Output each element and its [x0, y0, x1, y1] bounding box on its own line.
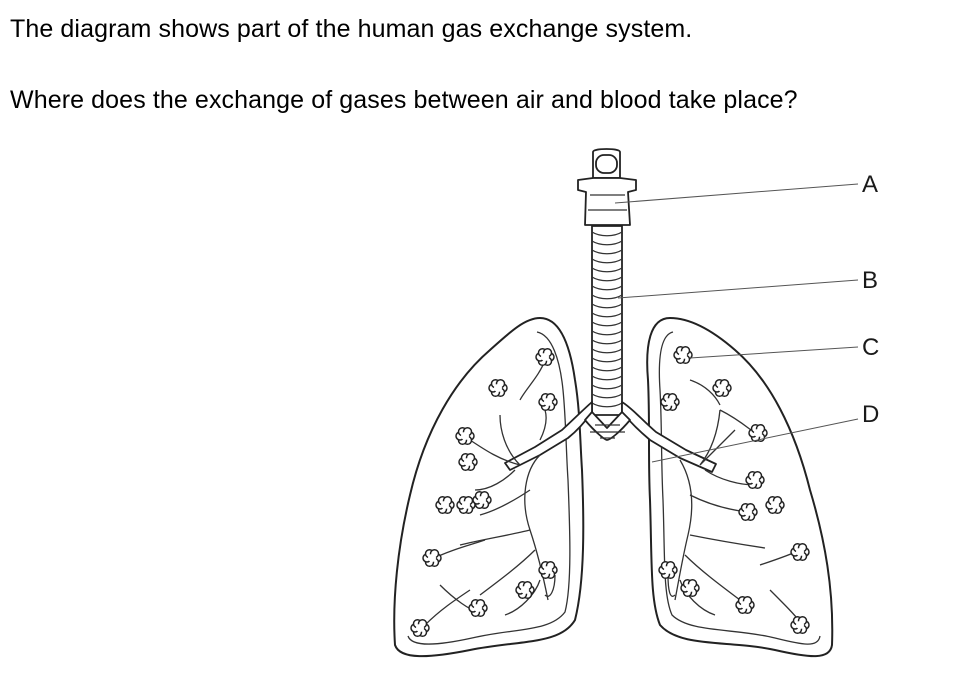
- trachea-ring: [591, 393, 623, 399]
- trachea-ring: [591, 339, 623, 345]
- trachea-ring: [591, 375, 623, 381]
- left-bronchioles: [424, 359, 556, 626]
- label-a: A: [862, 171, 878, 198]
- label-c: C: [862, 334, 879, 361]
- trachea-ring: [591, 276, 623, 282]
- label-b: B: [862, 267, 878, 294]
- alveolus: [658, 560, 678, 580]
- alveolus: [673, 345, 693, 365]
- alveolus: [712, 378, 732, 398]
- alveolus: [745, 470, 765, 490]
- alveolus: [748, 423, 768, 443]
- alveolus: [738, 502, 758, 522]
- alveolus: [410, 618, 430, 638]
- alveolus: [422, 548, 442, 568]
- alveoli-clusters: [410, 345, 810, 638]
- alveolus: [790, 542, 810, 562]
- alveolus: [468, 598, 488, 618]
- trachea-ring: [591, 285, 623, 291]
- alveolus: [515, 580, 535, 600]
- trachea-ring: [591, 258, 623, 264]
- larynx: [577, 148, 637, 226]
- alveolus: [735, 595, 755, 615]
- alveolus: [458, 452, 478, 472]
- trachea-ring: [591, 294, 623, 300]
- alveolus: [435, 495, 455, 515]
- leader-line-b: [617, 279, 859, 299]
- alveolus: [790, 615, 810, 635]
- trachea-ring: [591, 330, 623, 336]
- alveolus: [488, 378, 508, 398]
- right-bronchioles: [667, 379, 801, 623]
- trachea: [591, 225, 623, 416]
- trachea-ring: [591, 303, 623, 309]
- trachea-ring: [591, 312, 623, 318]
- trachea-ring: [591, 348, 623, 354]
- trachea-ring: [591, 384, 623, 390]
- trachea-ring: [591, 240, 623, 246]
- alveolus: [472, 490, 492, 510]
- leader-line-a: [614, 183, 859, 204]
- alveolus: [538, 560, 558, 580]
- question-prompt: Where does the exchange of gases between…: [10, 86, 798, 114]
- alveolus: [456, 495, 476, 515]
- trachea-ring: [591, 357, 623, 363]
- trachea-ring: [591, 402, 623, 408]
- alveolus: [538, 392, 558, 412]
- alveolus: [680, 578, 700, 598]
- alveolus: [455, 426, 475, 446]
- alveolus: [765, 495, 785, 515]
- trachea-ring: [591, 321, 623, 327]
- trachea-ring: [591, 267, 623, 273]
- trachea-ring: [591, 249, 623, 255]
- trachea-ring: [591, 231, 623, 237]
- label-d: D: [862, 401, 879, 428]
- trachea-ring: [591, 366, 623, 372]
- bronchi: [504, 401, 717, 473]
- leader-line-c: [689, 346, 859, 359]
- leader-line-d: [651, 418, 859, 463]
- alveolus: [535, 347, 555, 367]
- alveolus: [660, 392, 680, 412]
- question-intro: The diagram shows part of the human gas …: [10, 15, 693, 43]
